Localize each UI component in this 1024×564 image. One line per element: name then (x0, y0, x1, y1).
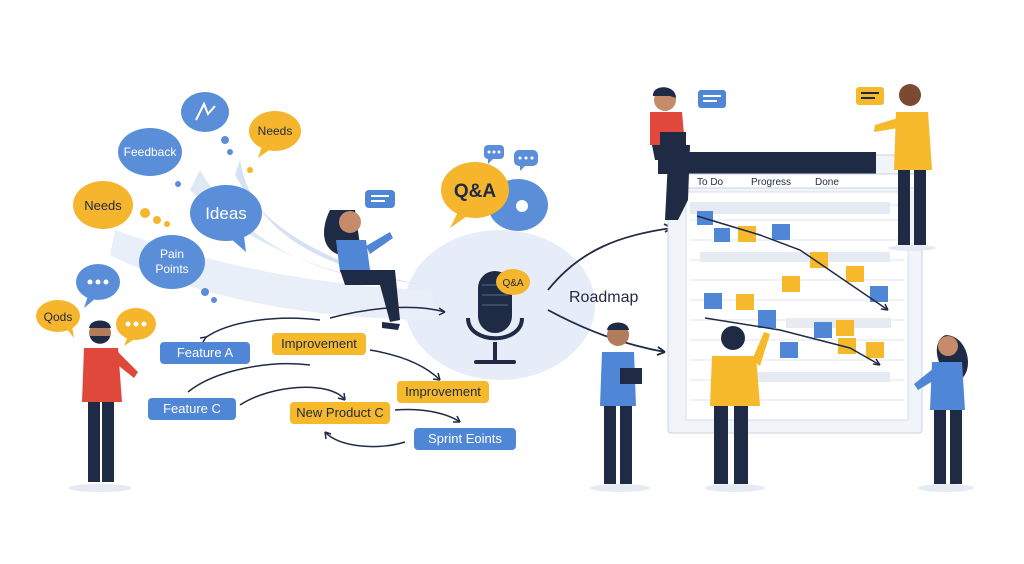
person-woman-laptop (650, 87, 726, 220)
tag-improvement-2-text: Improvement (405, 384, 481, 399)
bubble-dots-qa (484, 145, 538, 171)
person-left-standing (68, 320, 138, 492)
board-col-progress: Progress (751, 177, 791, 188)
tag-improvement-2: Improvement (397, 381, 489, 403)
bubble-dots-yellow (116, 308, 156, 346)
needs-top-text: Needs (258, 124, 293, 138)
tag-feature-c-text: Feature C (163, 401, 221, 416)
board-col-todo: To Do (697, 177, 724, 188)
arrow-to-improvement-2 (369, 349, 441, 381)
arrow-to-feature-a (204, 317, 321, 339)
bubble-qa-large: Q&A (441, 162, 548, 231)
qa-mic-text: Q&A (502, 278, 523, 289)
bubble-feedback: Feedback (118, 128, 182, 187)
tag-sprint-points: Sprint Eoints (414, 428, 516, 450)
bubble-ideas: Ideas (190, 185, 262, 252)
needs-left-text: Needs (84, 198, 122, 213)
bubble-pain-points: Pain Points (139, 235, 217, 303)
bubble-qods: Qods (36, 300, 80, 338)
person-sitting-woman (324, 190, 400, 330)
feedback-text: Feedback (124, 145, 178, 159)
arrow-to-feature-c (187, 362, 311, 393)
bubble-icon-top (181, 92, 233, 155)
arrow-to-new-product (239, 386, 346, 406)
arrow-sprint-back (324, 431, 406, 448)
bubble-needs-top: Needs (247, 111, 301, 173)
person-man-yellow-back (705, 326, 770, 492)
tag-sprint-points-text: Sprint Eoints (428, 431, 502, 446)
person-man-yellow-top (856, 84, 936, 251)
sticky-notes (697, 211, 888, 358)
person-man-tablet (590, 322, 650, 492)
bubble-qa-mic: Q&A (496, 269, 530, 295)
tag-feature-a-text: Feature A (177, 345, 234, 360)
roadmap-label: Roadmap (569, 289, 638, 306)
tag-feature-a: Feature A (160, 342, 250, 364)
pain-points-line2: Points (155, 262, 188, 276)
qa-large-text: Q&A (454, 181, 497, 202)
ideas-text: Ideas (205, 204, 247, 223)
tag-new-product-c-text: New Product C (296, 405, 383, 420)
board-col-done: Done (815, 177, 839, 188)
arrow-to-sprint (394, 408, 461, 423)
tag-new-product-c: New Product C (290, 402, 390, 424)
tag-improvement-1-text: Improvement (281, 336, 357, 351)
roadmap-arrows (547, 223, 673, 356)
board-trend-lines (696, 215, 889, 366)
pain-points-line1: Pain (160, 247, 184, 261)
tag-feature-c: Feature C (148, 398, 236, 420)
bubble-dots-left (76, 264, 120, 308)
qods-text: Qods (44, 310, 73, 324)
person-woman-right (914, 335, 974, 492)
bubble-needs-left: Needs (73, 181, 170, 229)
tag-improvement-1: Improvement (272, 333, 366, 355)
